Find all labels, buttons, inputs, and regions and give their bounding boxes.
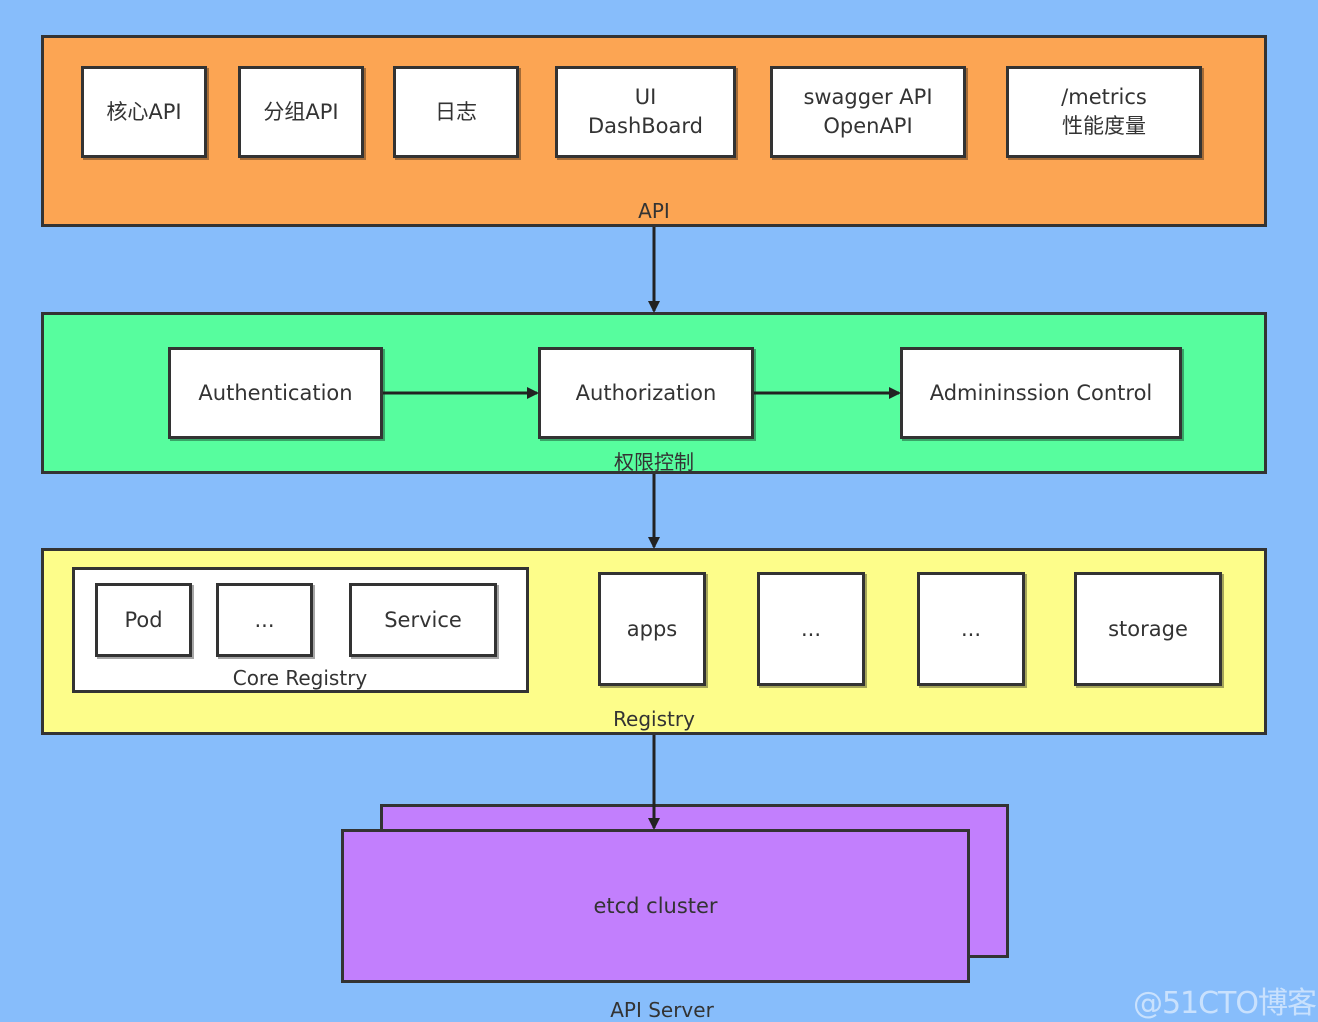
core-api-label: 核心API	[106, 99, 182, 124]
dashboard-label: DashBoard	[587, 114, 703, 138]
metrics-desc-label: 性能度量	[1062, 114, 1146, 138]
apps-label: apps	[626, 616, 678, 641]
group-ellipsis-box-1: ...	[757, 572, 865, 686]
ui-label: UI	[634, 85, 657, 109]
core-registry-label: Core Registry	[232, 666, 368, 690]
core-ellipsis-box: ...	[216, 583, 313, 657]
admission-control-box: Admininssion Control	[900, 347, 1182, 439]
authorization-box: Authorization	[538, 347, 754, 439]
storage-label: storage	[1108, 616, 1188, 641]
core-api-box: 核心API	[81, 66, 207, 158]
core-ellipsis-label: ...	[254, 607, 275, 632]
api-layer-label: API	[638, 199, 670, 223]
api-server-label: API Server	[610, 998, 714, 1022]
swagger-api-label: swagger API	[803, 85, 933, 109]
etcd-cluster-label: etcd cluster	[593, 894, 718, 918]
authentication-box: Authentication	[168, 347, 383, 439]
group-ellipsis-label-1: ...	[800, 616, 822, 641]
storage-box: storage	[1074, 572, 1222, 686]
swagger-openapi-box: swagger API OpenAPI	[770, 66, 966, 158]
metrics-label: /metrics	[1061, 85, 1147, 109]
log-label: 日志	[435, 99, 477, 124]
service-box: Service	[349, 583, 497, 657]
etcd-front-card: etcd cluster	[341, 829, 970, 983]
watermark: @51CTO博客	[1132, 986, 1317, 1021]
admission-control-label: Admininssion Control	[929, 380, 1153, 405]
authentication-label: Authentication	[198, 380, 353, 405]
apps-box: apps	[598, 572, 706, 686]
group-ellipsis-label-2: ...	[960, 616, 982, 641]
group-ellipsis-box-2: ...	[917, 572, 1025, 686]
openapi-label: OpenAPI	[823, 114, 913, 138]
registry-layer-label: Registry	[613, 707, 695, 731]
pod-label: Pod	[124, 607, 163, 632]
pod-box: Pod	[95, 583, 192, 657]
group-api-box: 分组API	[238, 66, 364, 158]
ui-dashboard-box: UI DashBoard	[555, 66, 736, 158]
group-api-label: 分组API	[263, 99, 339, 124]
service-label: Service	[384, 607, 462, 632]
metrics-box: /metrics 性能度量	[1006, 66, 1202, 158]
auth-layer-label: 权限控制	[614, 450, 694, 474]
authorization-label: Authorization	[575, 380, 717, 405]
log-box: 日志	[393, 66, 519, 158]
